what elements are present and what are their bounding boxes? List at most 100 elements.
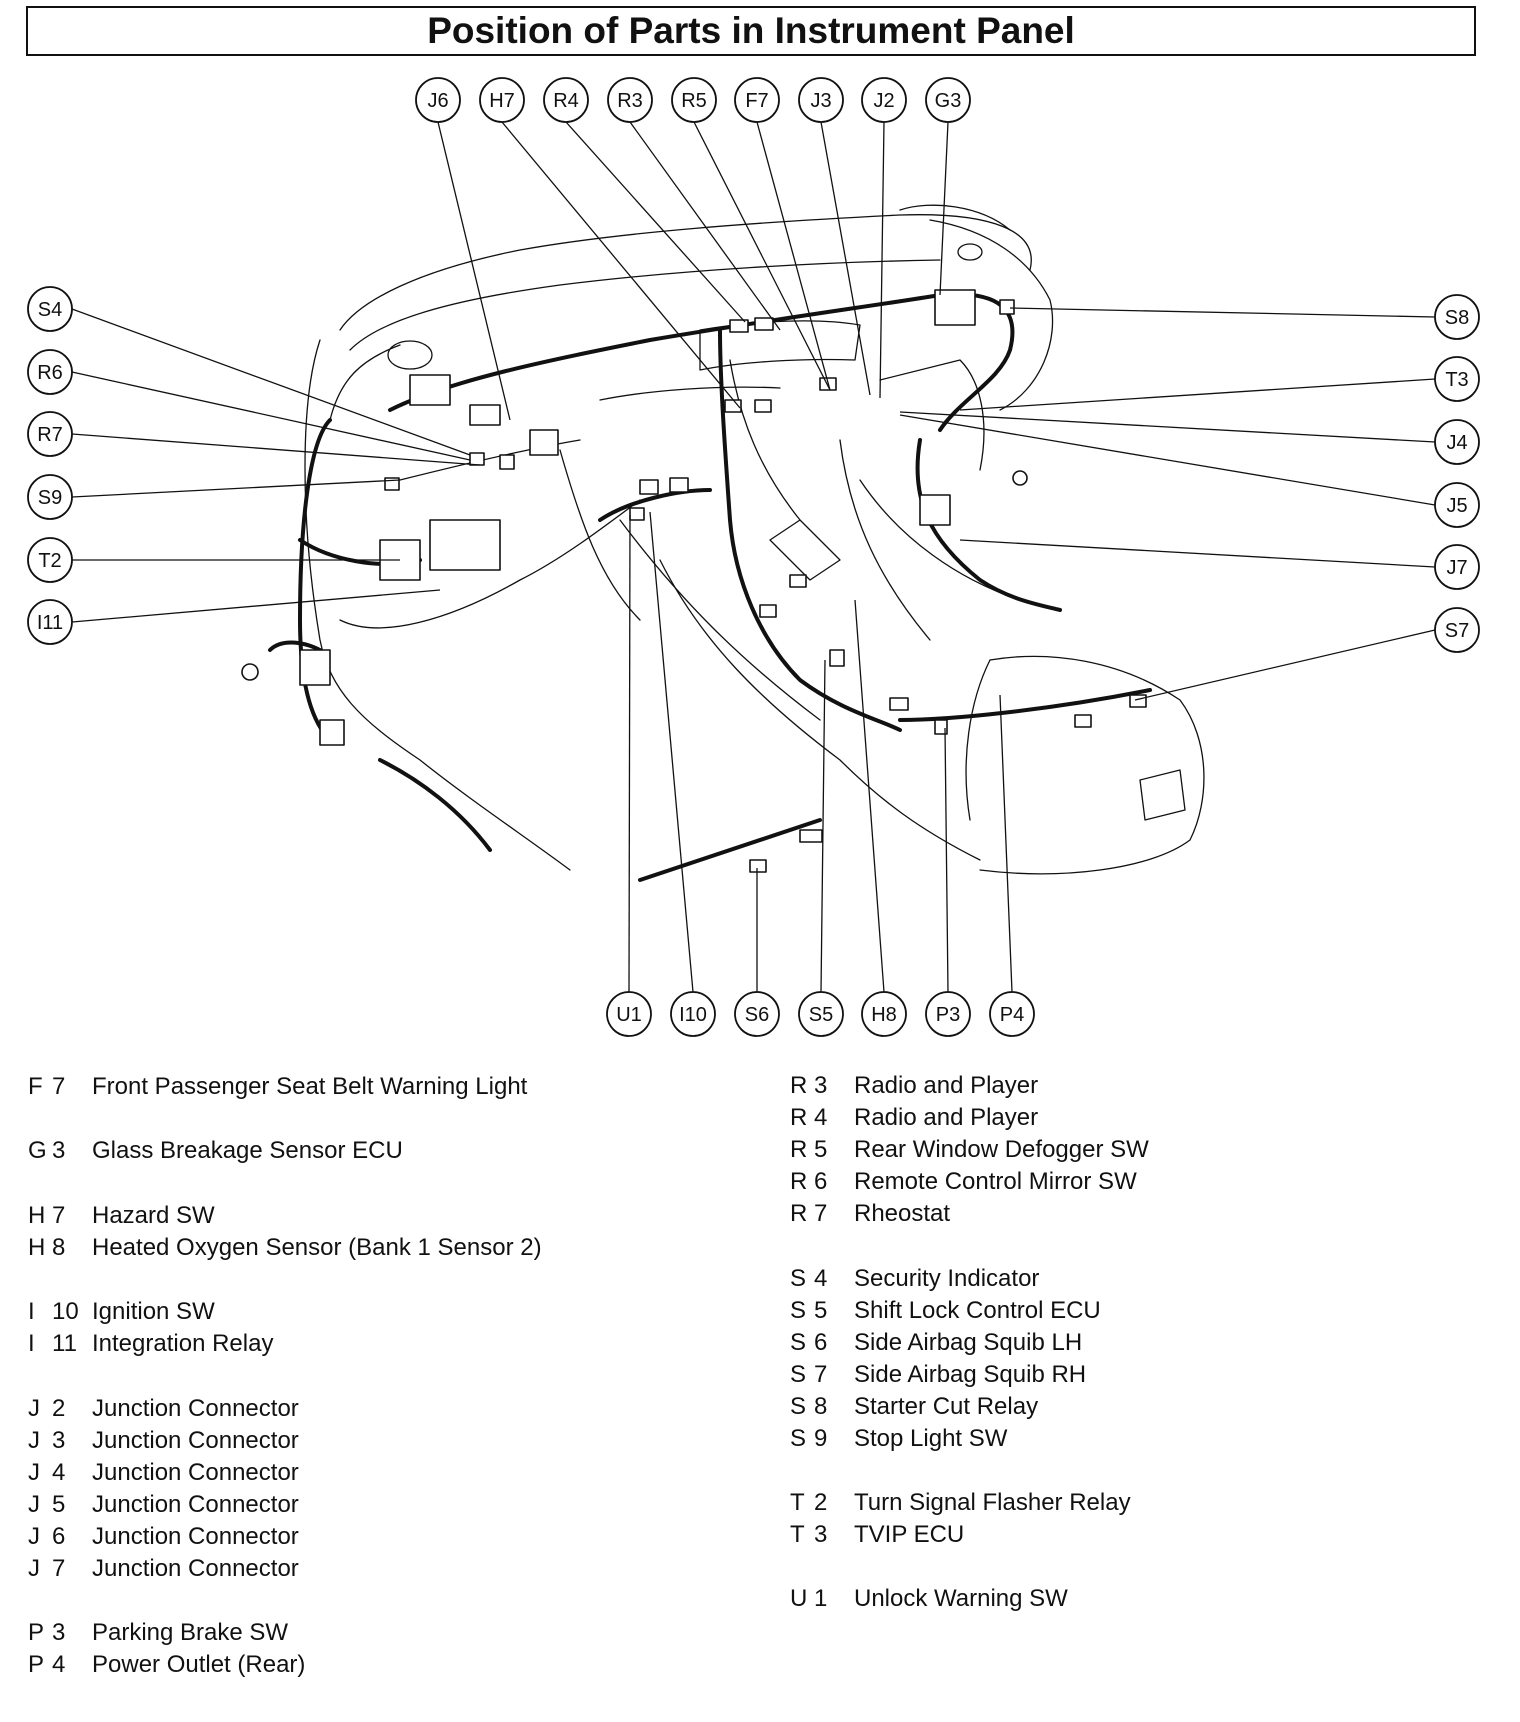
callout-circle [861, 991, 907, 1037]
callout-label: R3 [617, 90, 643, 112]
callout-label: S5 [809, 1004, 833, 1026]
callout-r7: R7 [27, 411, 73, 457]
leader-line [959, 539, 1436, 568]
callout-circle [734, 991, 780, 1037]
callout-s4: S4 [27, 286, 73, 332]
legend-letter: P [28, 1619, 45, 1646]
callout-label: J3 [810, 90, 831, 112]
callout-circle [670, 991, 716, 1037]
legend-number: 6 [814, 1329, 828, 1356]
callout-s9: S9 [27, 474, 73, 520]
legend-number: 7 [814, 1361, 828, 1388]
legend-part-name: Junction Connector [92, 1555, 299, 1582]
legend-letter: S [790, 1425, 807, 1452]
legend-number: 3 [814, 1072, 828, 1099]
callout-label: J5 [1446, 495, 1467, 517]
callout-label: S7 [1445, 620, 1469, 642]
panel-drawing [241, 204, 1205, 882]
legend-part-name: Rheostat [854, 1200, 951, 1227]
leader-line [71, 479, 401, 498]
callout-label: U1 [616, 1004, 642, 1026]
callout-circle [27, 349, 73, 395]
leader-line [71, 433, 481, 466]
leader-line [899, 414, 1436, 506]
legend-number: 3 [52, 1619, 66, 1646]
legend-letter: S [790, 1361, 807, 1388]
callout-j5: J5 [1434, 482, 1480, 528]
callout-circle [989, 991, 1035, 1037]
leader-line [1134, 629, 1436, 701]
legend-part-name: Rear Window Defogger SW [854, 1136, 1149, 1163]
legend-part-name: Hazard SW [92, 1202, 215, 1229]
callout-label: J2 [873, 90, 894, 112]
legend-letter: S [790, 1329, 807, 1356]
legend-number: 5 [52, 1491, 66, 1518]
callout-label: T2 [38, 550, 61, 572]
callout-circle [27, 599, 73, 645]
callout-g3: G3 [925, 77, 971, 123]
callout-t2: T2 [27, 537, 73, 583]
leader-line [879, 121, 885, 399]
leader-line [820, 121, 871, 396]
callout-label: S6 [745, 1004, 769, 1026]
leader-line [649, 511, 694, 993]
legend-number: 7 [814, 1200, 828, 1227]
callout-circle [1434, 419, 1480, 465]
leader-line [71, 589, 441, 623]
callout-circle [1434, 607, 1480, 653]
legend-part-name: Radio and Player [854, 1072, 1039, 1099]
legend-part-name: Junction Connector [92, 1523, 299, 1550]
legend-part-name: Ignition SW [92, 1298, 215, 1325]
legend-number: 7 [52, 1073, 66, 1100]
legend-letter: J [28, 1491, 40, 1518]
leader-line [501, 121, 741, 409]
callout-circle [1434, 482, 1480, 528]
legend-number: 9 [814, 1425, 828, 1452]
legend-number: 4 [52, 1651, 66, 1678]
callout-circle [543, 77, 589, 123]
callout-s5: S5 [798, 991, 844, 1037]
callout-circle [1434, 544, 1480, 590]
legend-letter: J [28, 1427, 40, 1454]
callout-label: J6 [427, 90, 448, 112]
legend-letter: R [790, 1104, 808, 1131]
callout-circle [27, 537, 73, 583]
callout-s8: S8 [1434, 294, 1480, 340]
leader-line [628, 514, 631, 993]
legend-part-name: Side Airbag Squib RH [854, 1361, 1087, 1388]
leader-line [71, 308, 471, 456]
callout-circle [1434, 356, 1480, 402]
legend-part-name: Junction Connector [92, 1427, 299, 1454]
callout-p4: P4 [989, 991, 1035, 1037]
callout-s7: S7 [1434, 607, 1480, 653]
legend-part-name: Radio and Player [854, 1104, 1039, 1131]
callout-j3: J3 [798, 77, 844, 123]
callout-circle [734, 77, 780, 123]
legend-letter: F [28, 1073, 43, 1100]
callout-circle [27, 286, 73, 332]
legend-number: 7 [52, 1555, 66, 1582]
callout-r4: R4 [543, 77, 589, 123]
callout-label: P4 [1000, 1004, 1024, 1026]
leader-line [899, 411, 1436, 443]
legend-part-name: Turn Signal Flasher Relay [854, 1489, 1131, 1516]
callout-label: S4 [38, 299, 62, 321]
